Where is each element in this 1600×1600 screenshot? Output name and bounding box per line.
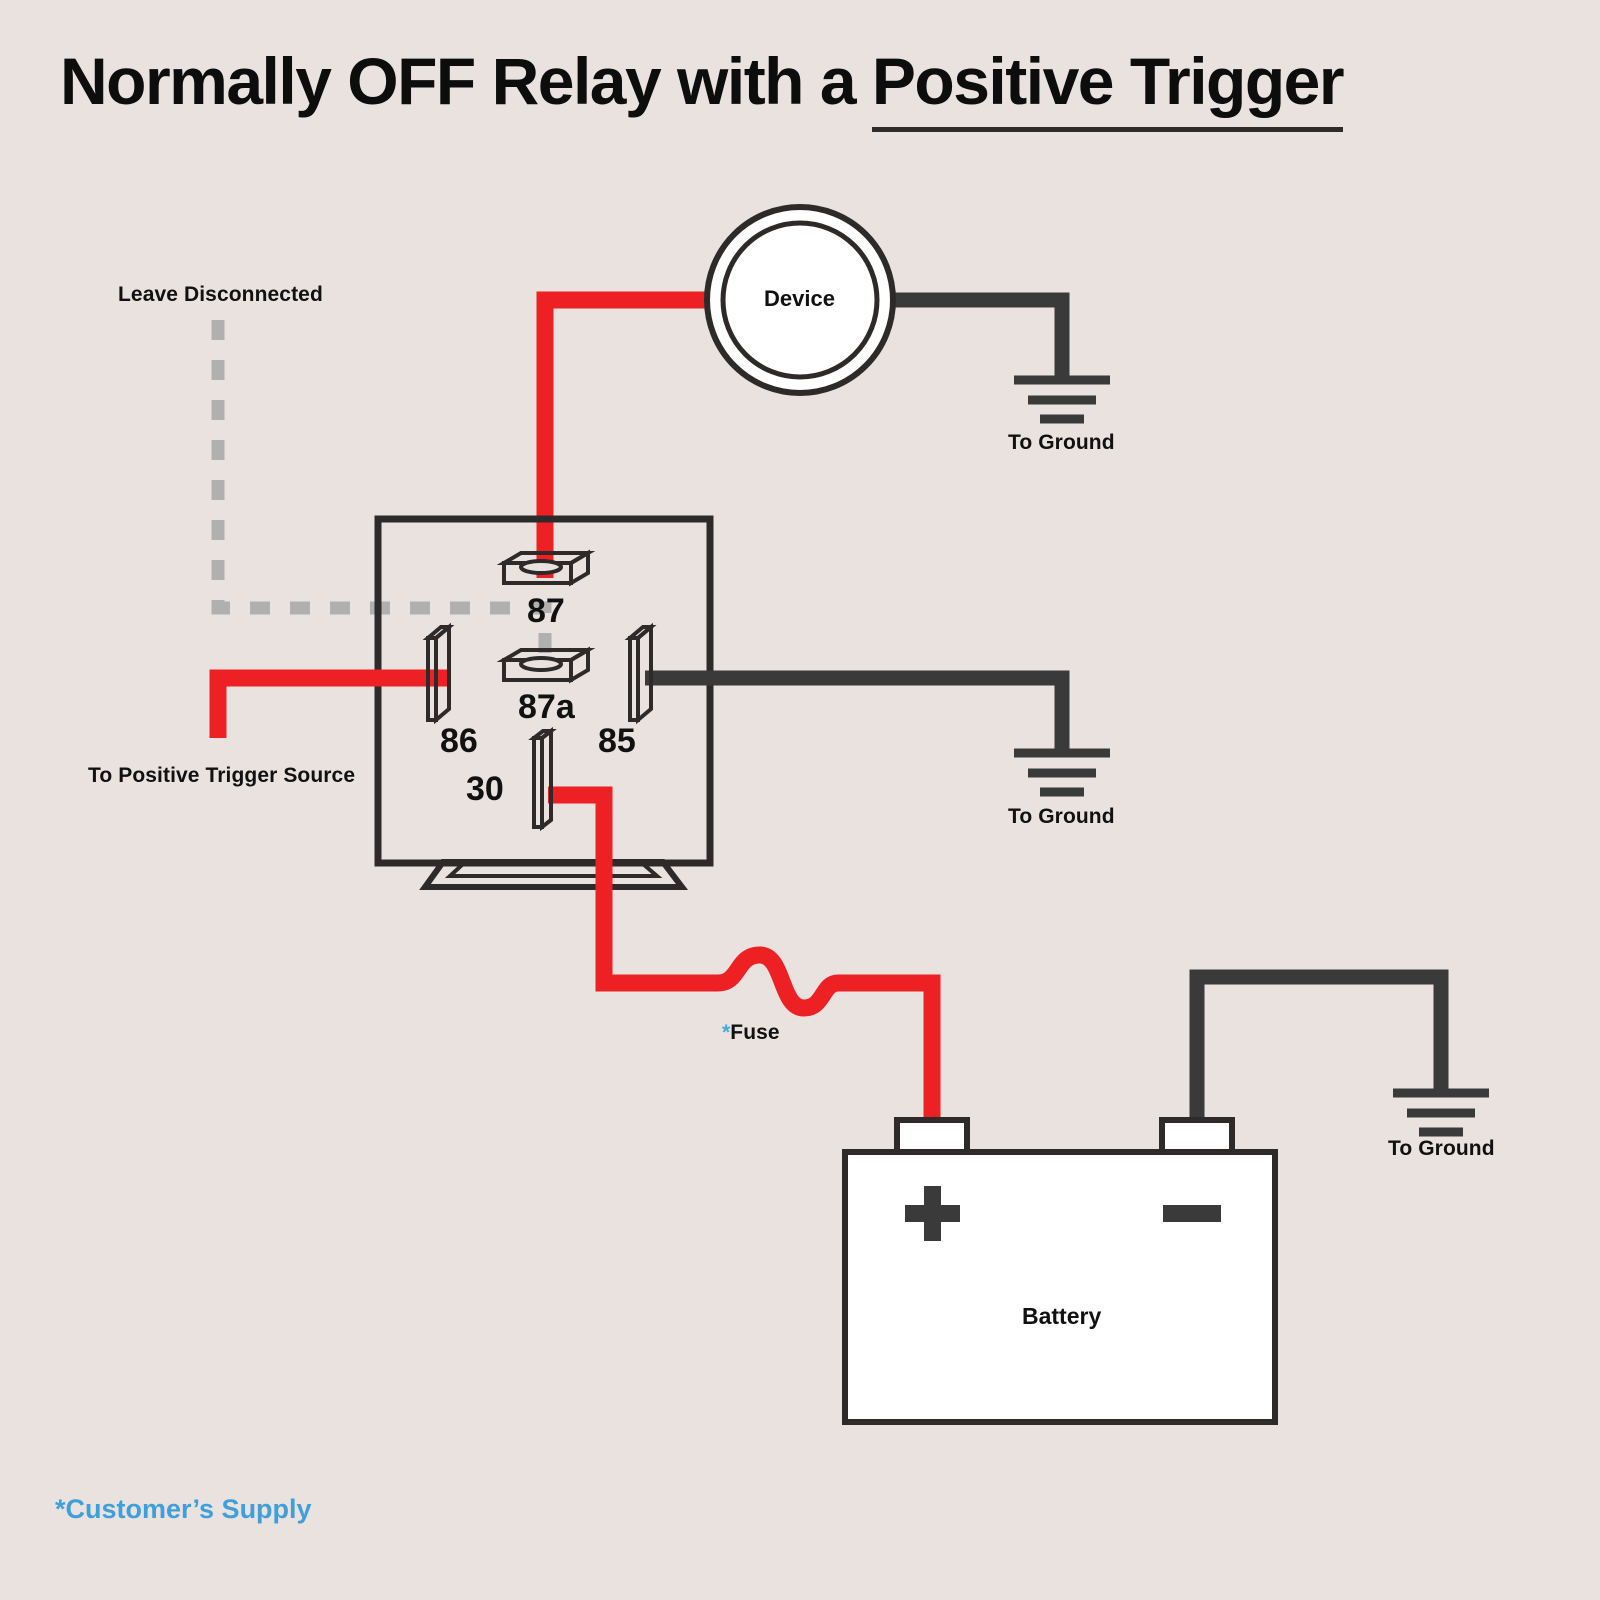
relay-terminal-30: [528, 726, 557, 832]
page-title-prefix: Normally OFF Relay with a: [60, 44, 872, 118]
wire-30-to-battery-positive: [548, 786, 941, 1120]
ground-symbol-device: [1014, 375, 1110, 424]
relay-terminal-85: [624, 622, 657, 725]
label-battery: Battery: [1022, 1303, 1102, 1329]
label-ground-battery: To Ground: [1388, 1137, 1495, 1160]
label-device: Device: [764, 286, 835, 311]
relay-body: [374, 515, 714, 867]
terminal-label-87: 87: [527, 592, 565, 630]
label-leave-disconnected: Leave Disconnected: [118, 283, 323, 306]
relay-terminal-87: [496, 549, 596, 587]
fuse-text: Fuse: [730, 1021, 780, 1044]
battery-symbol: [842, 1117, 1278, 1425]
device-symbol: [704, 204, 896, 396]
wire-battery-negative-to-ground: [1189, 969, 1449, 1120]
page-title: Normally OFF Relay with a Positive Trigg…: [60, 44, 1345, 132]
ground-symbol-battery: [1393, 1088, 1489, 1137]
wire-relay87-to-device: [536, 291, 712, 578]
label-positive-trigger-source: To Positive Trigger Source: [88, 764, 356, 787]
label-ground-device: To Ground: [1008, 431, 1115, 454]
wire-85-to-ground: [645, 670, 1070, 753]
label-ground-relay: To Ground: [1008, 805, 1115, 828]
relay-terminal-87a: [496, 646, 596, 684]
footnote-text: Customer’s Supply: [65, 1494, 312, 1524]
ground-symbol-relay: [1014, 748, 1110, 797]
footnote-customers-supply: *Customer’s Supply: [55, 1496, 312, 1523]
fuse-asterisk-icon: *: [722, 1021, 731, 1044]
footnote-asterisk-icon: *: [55, 1494, 66, 1524]
terminal-label-30: 30: [466, 770, 504, 808]
label-fuse: *Fuse: [722, 1022, 780, 1043]
page-title-emphasis: Positive Trigger: [871, 44, 1345, 132]
terminal-label-87a: 87a: [518, 688, 575, 726]
relay-terminal-86: [422, 622, 455, 725]
wire-device-to-ground: [888, 292, 1070, 380]
terminal-label-85: 85: [598, 722, 636, 760]
wire-trigger-source-to-86: [209, 669, 447, 738]
terminal-label-86: 86: [440, 722, 478, 760]
